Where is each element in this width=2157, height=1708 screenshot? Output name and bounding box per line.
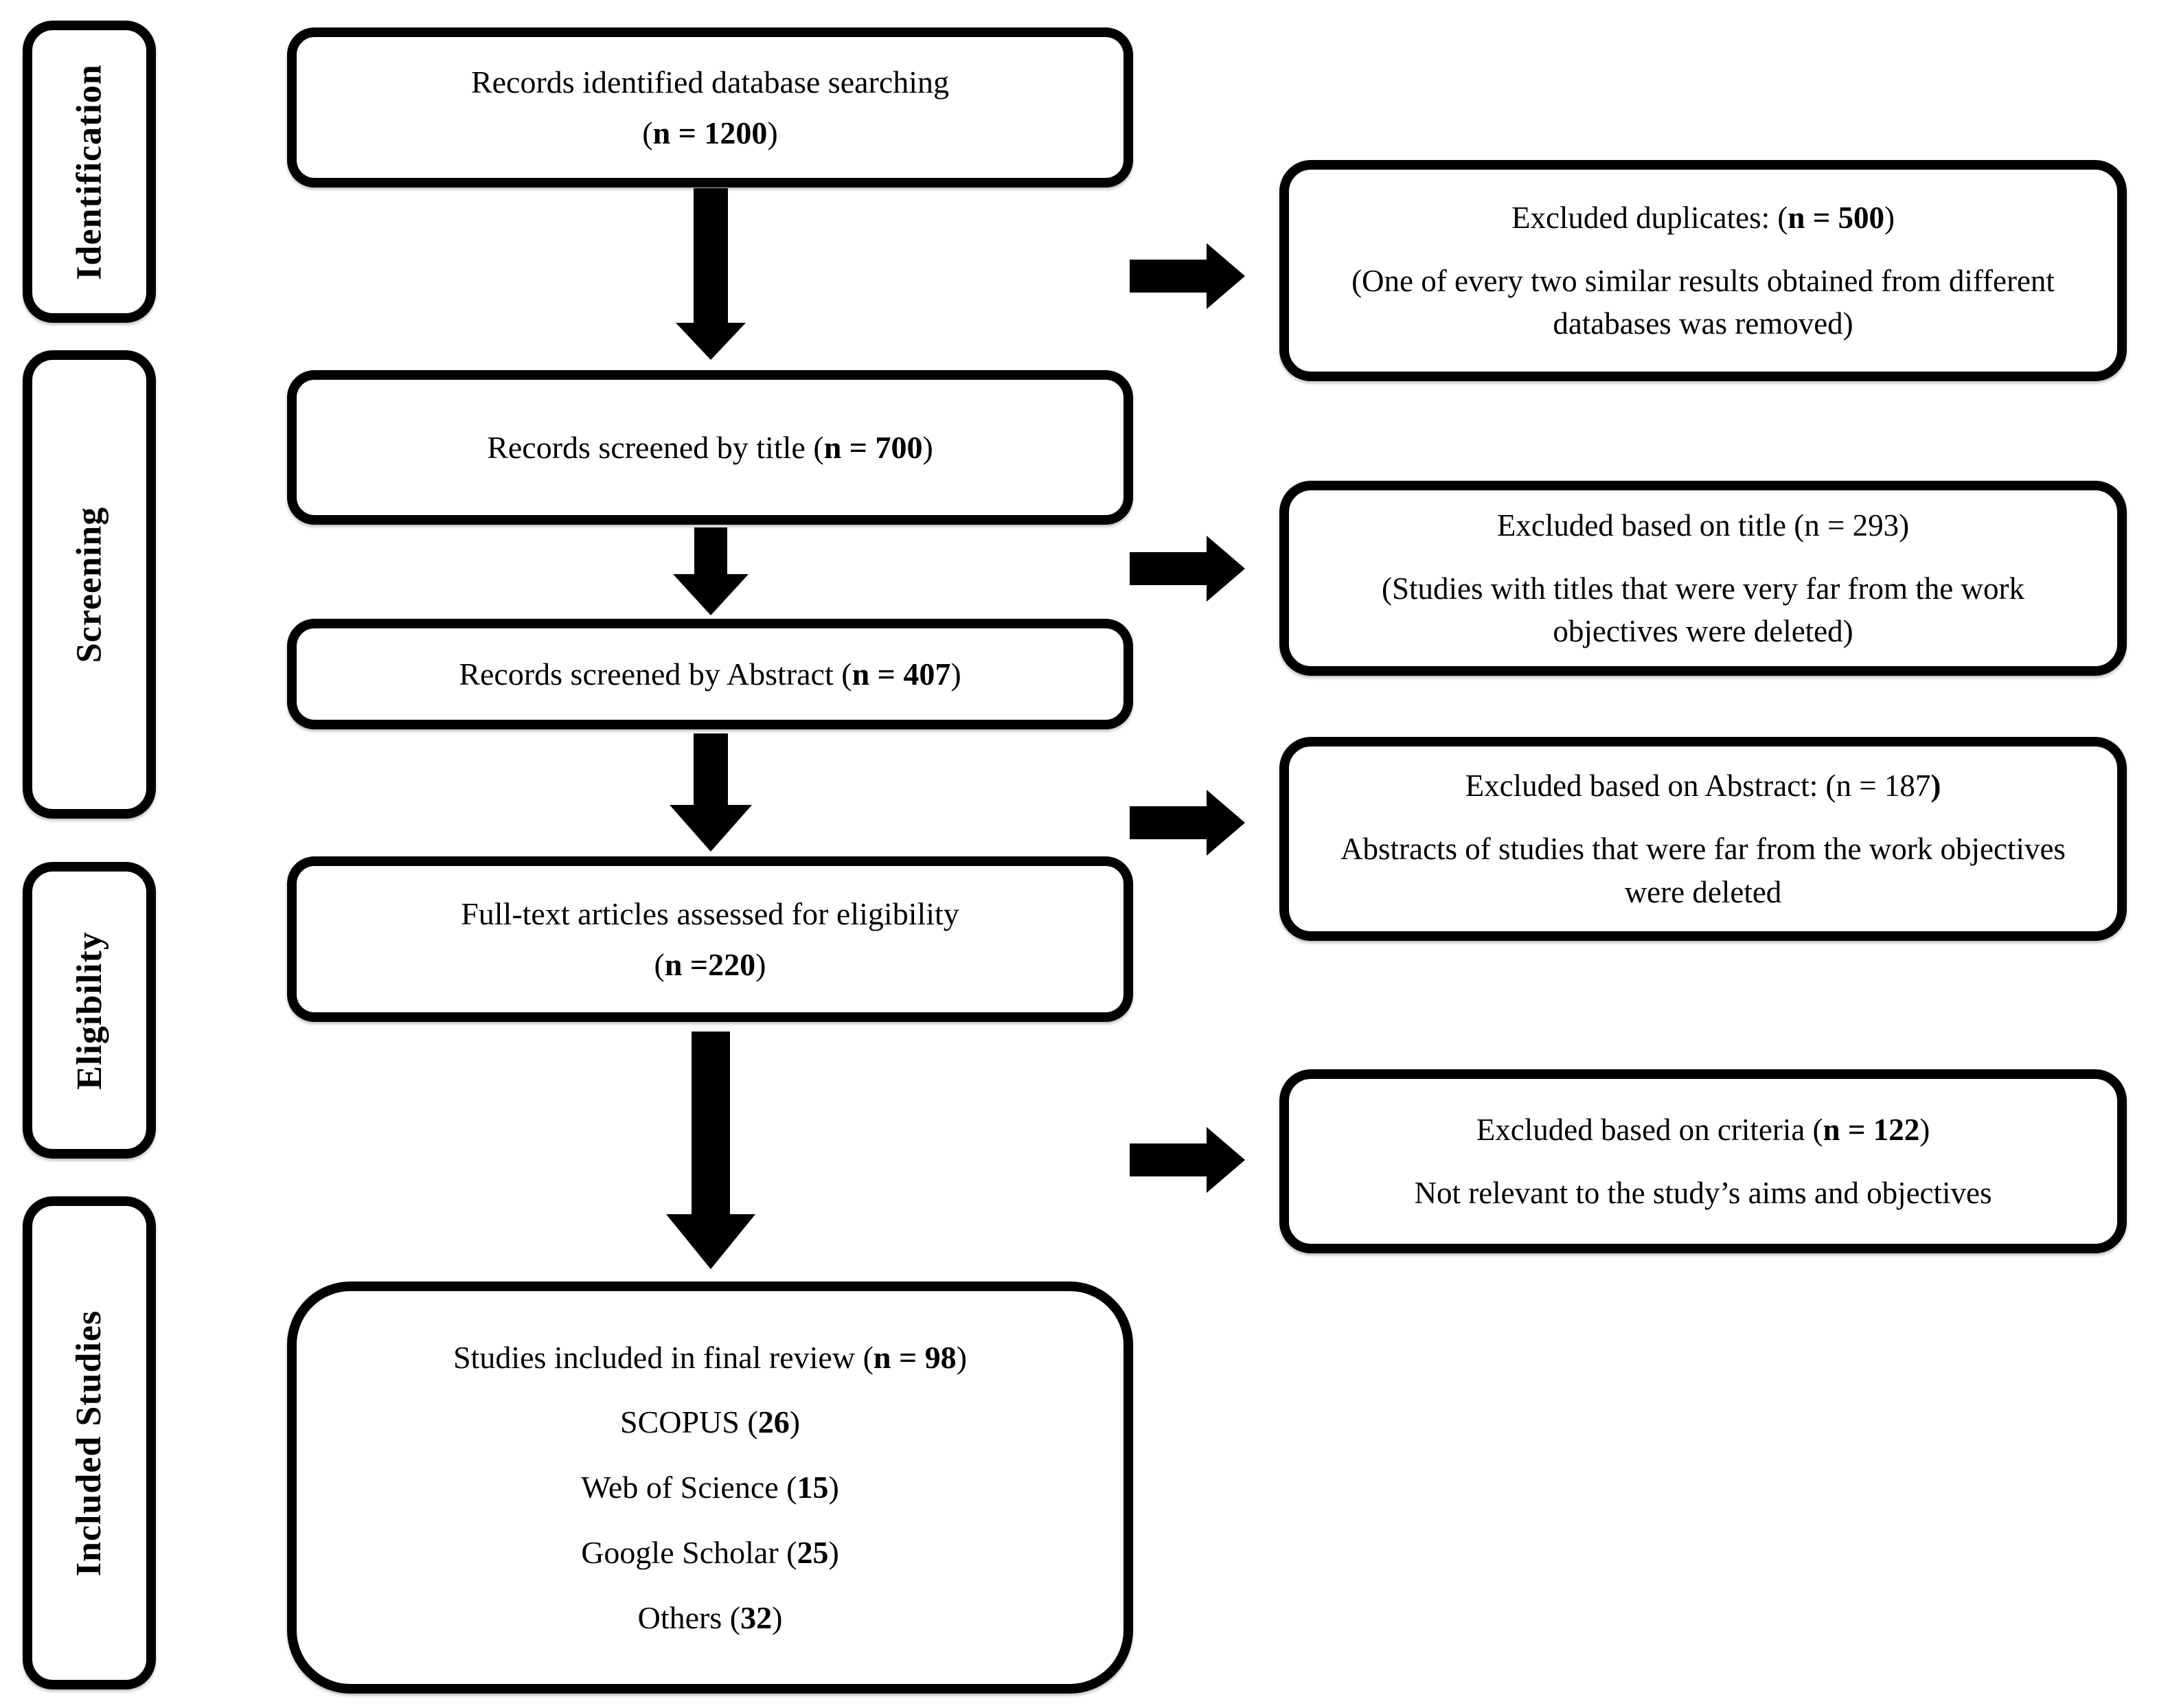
screened-by-abstract-text: Records screened by Abstract (n = 407) <box>459 656 961 692</box>
screened-by-title-text: Records screened by title (n = 700) <box>487 429 933 465</box>
included-source-others: Others (32) <box>637 1600 783 1636</box>
down-arrow-icon <box>676 188 746 360</box>
exclusion-box-title: Excluded based on title (n = 293) (Studi… <box>1279 481 2127 676</box>
stage-box-eligibility: Eligibility <box>23 862 156 1159</box>
stage-label-eligibility: Eligibility <box>69 931 109 1090</box>
flow-box-included-final: Studies included in final review (n = 98… <box>287 1282 1133 1694</box>
exclusion-abstract-title: Excluded based on Abstract: (n = 187) <box>1465 768 1941 804</box>
exclusion-duplicates-desc: (One of every two similar results obtain… <box>1351 263 2055 341</box>
included-final-title: Studies included in final review (n = 98… <box>453 1339 968 1375</box>
stage-label-included-studies: Included Studies <box>69 1310 109 1576</box>
down-arrow-icon <box>670 733 752 852</box>
stage-box-screening: Screening <box>23 350 156 819</box>
stage-label-identification: Identification <box>69 63 109 280</box>
exclusion-criteria-desc: Not relevant to the study’s aims and obj… <box>1414 1176 1992 1210</box>
right-arrow-icon <box>1130 1127 1245 1193</box>
exclusion-title-title: Excluded based on title (n = 293) <box>1496 508 1910 543</box>
exclusion-abstract-desc: Abstracts of studies that were far from … <box>1340 832 2066 909</box>
exclusion-box-abstract: Excluded based on Abstract: (n = 187) Ab… <box>1279 737 2127 941</box>
stage-box-included-studies: Included Studies <box>23 1196 156 1689</box>
exclusion-duplicates-title: Excluded duplicates: (n = 500) <box>1511 200 1895 235</box>
records-identified-count: (n = 1200) <box>642 115 778 150</box>
fulltext-eligibility-text: Full-text articles assessed for eligibil… <box>461 896 959 932</box>
right-arrow-icon <box>1130 790 1245 856</box>
exclusion-box-criteria: Excluded based on criteria (n = 122) Not… <box>1279 1069 2127 1253</box>
included-source-google-scholar: Google Scholar (25) <box>581 1535 839 1571</box>
records-identified-text: Records identified database searching <box>470 65 950 100</box>
stage-label-screening: Screening <box>69 506 109 663</box>
down-arrow-icon <box>666 1032 755 1269</box>
flow-box-records-identified: Records identified database searching (n… <box>287 27 1133 187</box>
right-arrow-icon <box>1130 536 1245 602</box>
flow-box-screened-by-title: Records screened by title (n = 700) <box>287 370 1133 525</box>
flow-box-fulltext-eligibility: Full-text articles assessed for eligibil… <box>287 856 1133 1022</box>
exclusion-title-desc: (Studies with titles that were very far … <box>1382 571 2024 649</box>
exclusion-criteria-title: Excluded based on criteria (n = 122) <box>1476 1112 1930 1147</box>
stage-box-identification: Identification <box>23 21 156 323</box>
right-arrow-icon <box>1130 243 1245 309</box>
fulltext-eligibility-count: (n =220) <box>654 946 766 982</box>
flow-box-screened-by-abstract: Records screened by Abstract (n = 407) <box>287 619 1133 729</box>
included-source-web-of-science: Web of Science (15) <box>581 1470 839 1505</box>
exclusion-box-duplicates: Excluded duplicates: (n = 500) (One of e… <box>1279 160 2127 381</box>
down-arrow-icon <box>673 527 749 615</box>
included-source-scopus: SCOPUS (26) <box>619 1404 801 1440</box>
